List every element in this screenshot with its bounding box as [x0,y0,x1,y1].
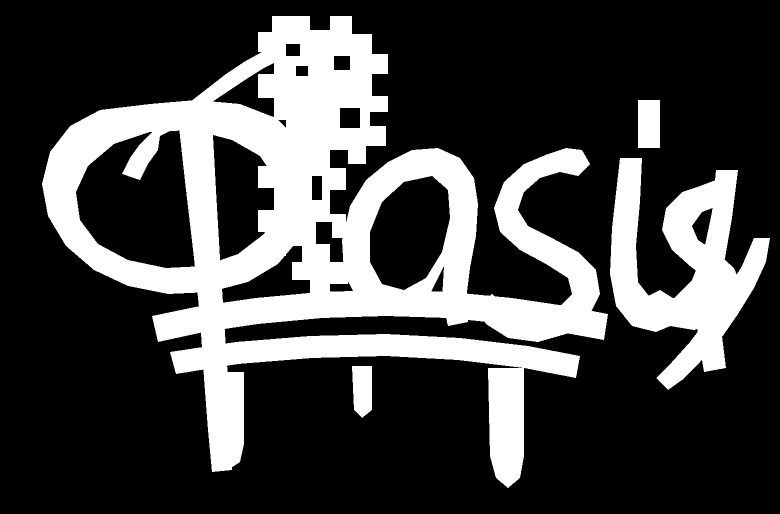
underline-swash [152,290,608,342]
underline-swash-secondary [170,334,580,378]
letter-a [342,148,478,326]
drip-small-center [352,366,372,418]
letter-s-middle [476,148,600,342]
apostrophe-mark [638,100,660,148]
drip-left [210,372,244,470]
terminal-swash [656,238,770,390]
stem-stroke [122,46,276,180]
drip-right [488,368,524,488]
letter-s-terminal [644,180,742,330]
